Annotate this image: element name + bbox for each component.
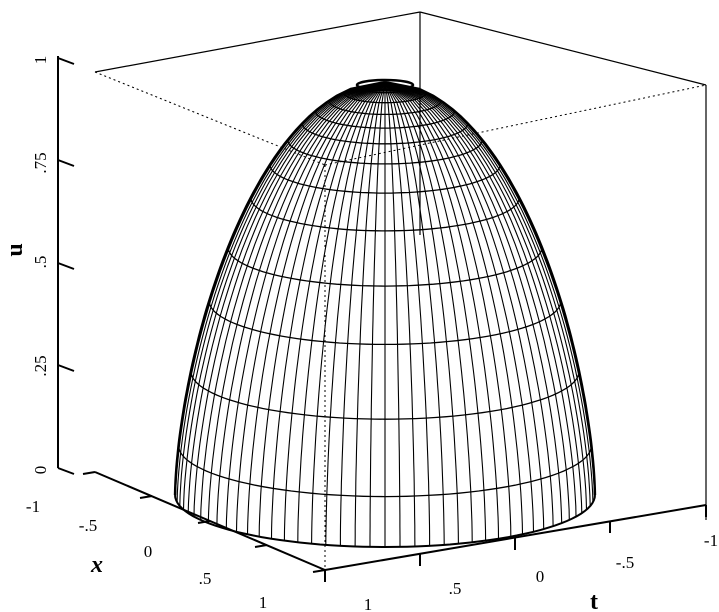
dome-meridian: [384, 81, 401, 547]
dome-cap: [355, 78, 415, 92]
box-frame: [57, 11, 707, 571]
back-top-right-edge: [419, 11, 707, 86]
dome-silhouette: [384, 80, 597, 496]
dome-meridian: [174, 81, 386, 496]
dome-meridian: [176, 81, 386, 503]
dome-meridian: [369, 81, 386, 547]
u-tick-label: .75: [31, 152, 50, 173]
dome-meridian: [384, 81, 487, 541]
dome-meridian: [179, 81, 386, 507]
axis-tick: [57, 364, 75, 372]
axis-tick: [57, 57, 75, 65]
dome-meridian: [311, 81, 386, 544]
dome-meridian: [354, 81, 386, 547]
dome-meridian: [384, 81, 577, 517]
axis-tick: [312, 569, 326, 573]
dome-meridian: [216, 81, 386, 527]
t-tick-labels: 1 .5 0 -.5 -1: [364, 531, 718, 612]
dome-meridian: [187, 81, 386, 514]
t-tick-label: 0: [536, 567, 545, 586]
dome-meridian: [235, 81, 386, 532]
u-tick-label: 1: [31, 56, 50, 65]
dome-meridian: [384, 81, 545, 530]
x-tick-label: 1: [259, 593, 268, 612]
u-tick-label: .5: [31, 256, 50, 269]
axis-tick: [254, 544, 268, 548]
dome-meridian: [384, 81, 596, 496]
x-tick-label: 0: [144, 542, 153, 561]
x-tick-label: -.5: [79, 516, 97, 535]
dome-meridian: [258, 81, 386, 537]
axis-tick: [57, 159, 75, 167]
axes: [57, 56, 707, 571]
dome-meridian: [384, 81, 500, 539]
t-tick-label: .5: [449, 579, 462, 598]
x-axis-title: x: [90, 552, 103, 578]
t-tick-label: -.5: [616, 553, 634, 572]
u-axis-title: u: [2, 243, 28, 256]
back-top-left-edge: [94, 11, 421, 73]
dome-meridian: [193, 81, 386, 517]
dome-meridian: [384, 81, 596, 499]
dome-meridian: [384, 81, 524, 535]
dome-meridian: [384, 81, 431, 546]
dome-meridian: [339, 81, 386, 546]
x-tick-labels: -1 -.5 0 .5 1: [26, 497, 267, 612]
dome-meridian: [325, 81, 386, 545]
u-tick-label: .25: [31, 355, 50, 376]
dome-surface: [173, 78, 597, 549]
dome-meridian: [174, 81, 386, 499]
x-tick-label: .5: [199, 569, 212, 588]
dome-meridian: [200, 81, 386, 520]
axis-tick: [57, 262, 75, 270]
u-tick-labels: 0 .25 .5 .75 1: [31, 56, 50, 475]
axis-tick: [139, 495, 153, 499]
dome-meridian: [384, 81, 583, 514]
dome-meridian: [384, 81, 512, 537]
dome-meridian: [207, 81, 386, 524]
u-tick-label: 0: [31, 466, 50, 475]
dome-meridian: [297, 81, 386, 543]
axis-tick: [197, 520, 211, 524]
axis-tick: [82, 471, 96, 475]
dome-meridian: [384, 81, 554, 527]
dome-meridian: [182, 81, 386, 510]
dome-meridian: [384, 81, 416, 547]
dome-meridian: [270, 81, 386, 539]
dome-meridian: [384, 81, 563, 524]
front-top-right-dotted: [324, 84, 707, 166]
dome-meridian: [384, 81, 591, 507]
dome-meridian: [225, 81, 386, 530]
dome-meridian: [384, 81, 535, 532]
t-tick-label: -1: [704, 531, 718, 550]
dome-meridian: [384, 81, 459, 544]
t-axis-title: t: [590, 589, 598, 612]
t-tick-label: 1: [364, 595, 373, 612]
dome-meridian: [246, 81, 386, 535]
front-top-left-dotted: [94, 71, 326, 166]
dome-meridian: [384, 81, 594, 503]
x-tick-label: -1: [26, 497, 40, 516]
dome-meridian: [384, 81, 445, 545]
t-axis-line: [324, 504, 707, 571]
axis-tick: [57, 467, 75, 475]
ticks: [57, 57, 707, 582]
dome-meridian: [384, 81, 588, 510]
dome-meridian: [384, 81, 473, 543]
dome-meridian: [283, 81, 386, 541]
dome-silhouette: [173, 80, 386, 496]
dome-meridian: [384, 81, 570, 520]
